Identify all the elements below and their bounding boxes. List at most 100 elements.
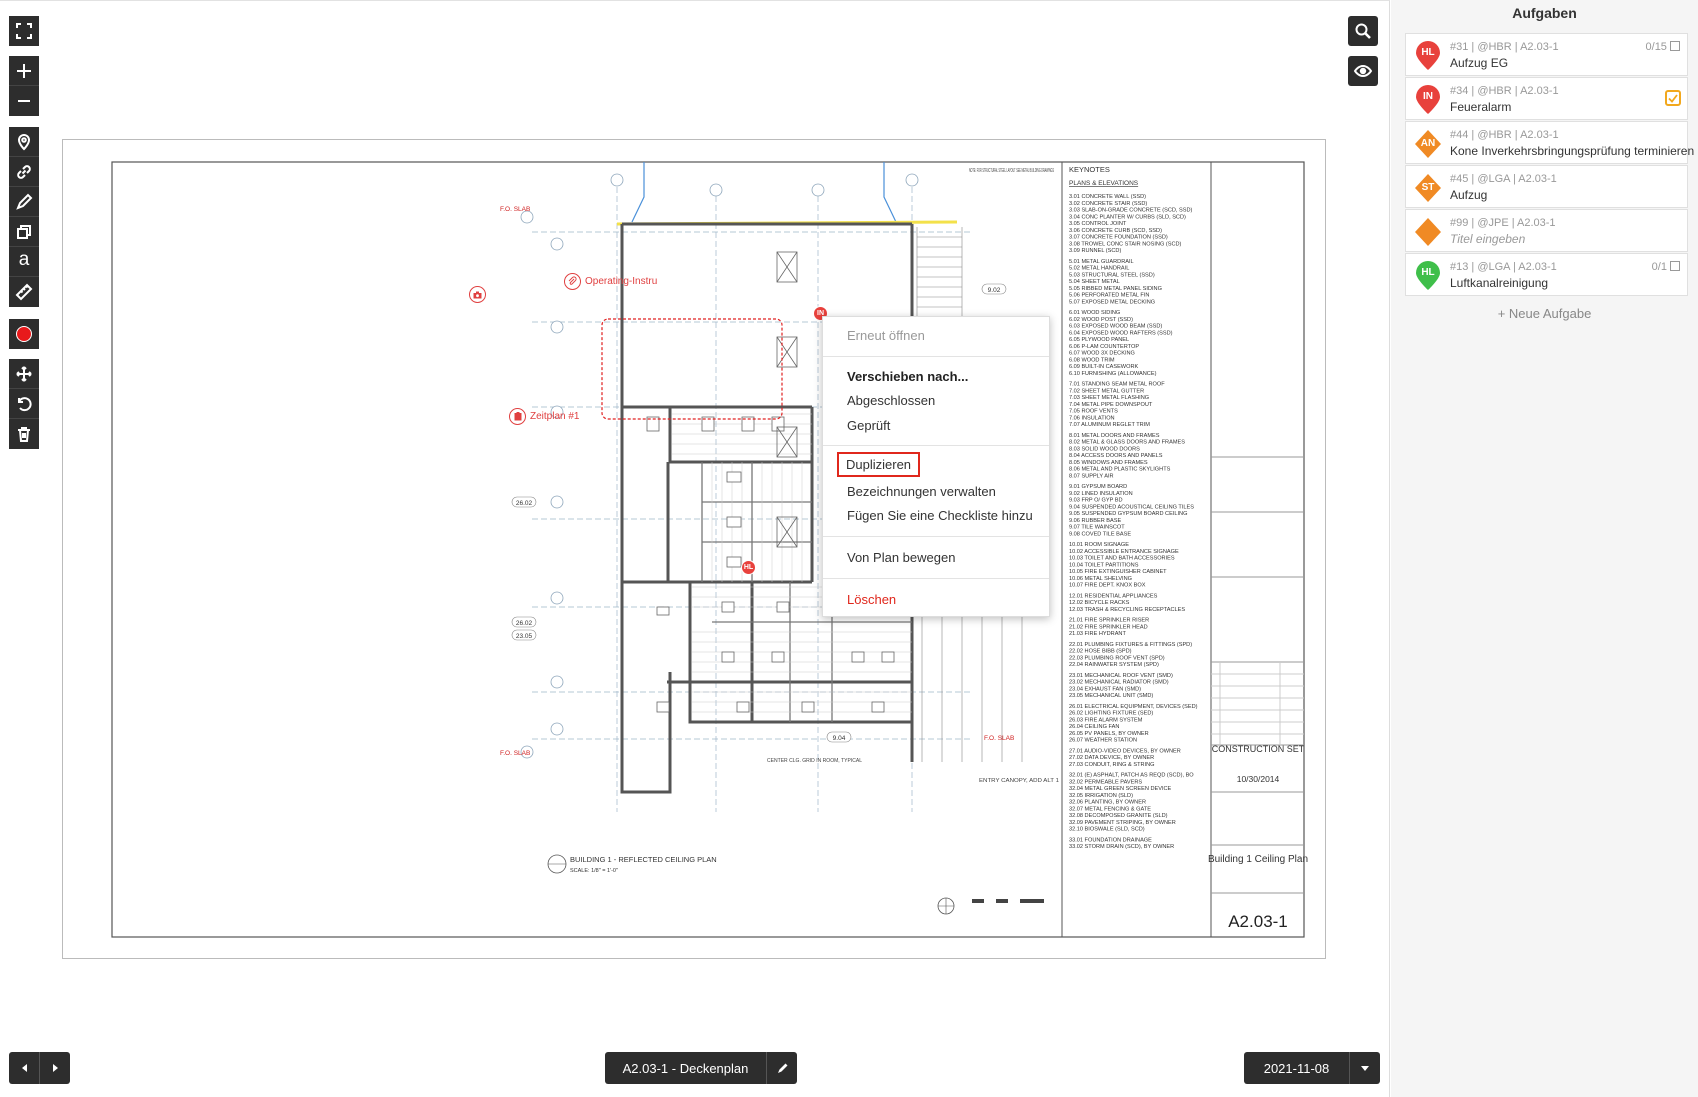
caret-left-icon [21,1064,27,1072]
plan-viewer[interactable]: a [0,0,1390,1097]
keynote-line: 5.01 METAL GUARDRAIL [1069,259,1134,265]
fullscreen-button[interactable] [9,16,39,46]
task-diamond-icon [1415,217,1441,247]
keynote-line: 10.06 METAL SHELVING [1069,576,1132,582]
task-meta: #34 | @HBR | A2.03-1 [1450,85,1559,97]
keynote-line: 26.05 PV PANELS, BY OWNER [1069,731,1149,737]
task-badge-label: AN [1420,138,1436,149]
menu-move-off-plan[interactable]: Von Plan bewegen [847,550,956,565]
keynote-line: 32.07 METAL FENCING & GATE [1069,806,1151,812]
menu-divider [823,356,1049,357]
keynote-line: 22.01 PLUMBING FIXTURES & FITTINGS (SPD) [1069,642,1192,648]
task-pin-icon: IN [1415,85,1441,115]
keynote-line: 3.02 CONCRETE STAIR (SSD) [1069,201,1147,207]
menu-duplicate[interactable]: Duplizieren [836,452,921,477]
menu-move-to[interactable]: Verschieben nach... [847,369,969,384]
tasks-panel-title: Aufgaben [1512,5,1577,21]
measure-tool-button[interactable] [9,277,39,307]
keynote-line: 9.02 LINED INSULATION [1069,491,1133,497]
date-dropdown-button[interactable] [1349,1052,1380,1084]
menu-add-checklist[interactable]: Fügen Sie eine Checkliste hinzu [847,508,1033,523]
menu-verified[interactable]: Geprüft [847,418,891,433]
search-button[interactable] [1348,16,1378,46]
pin-tool-button[interactable] [9,127,39,157]
keynote-line: 9.03 FRP O/ GYP BD [1069,498,1123,504]
shape-tool-button[interactable] [9,217,39,247]
task-pin-hl[interactable]: HL [741,560,756,575]
menu-reopen[interactable]: Erneut öffnen [847,328,925,343]
svg-text:9.04: 9.04 [833,735,846,742]
keynote-line: 5.02 METAL HANDRAIL [1069,266,1129,272]
keynote-line: 21.02 FIRE SPRINKLER HEAD [1069,624,1148,630]
link-tool-button[interactable] [9,157,39,187]
prev-page-button[interactable] [9,1052,40,1084]
revision-cloud[interactable] [601,318,783,420]
center-clg-note: CENTER CLG. GRID IN ROOM, TYPICAL [767,758,862,764]
checklist-count-text: 0/15 [1645,41,1667,53]
task-meta: #31 | @HBR | A2.03-1 [1450,41,1559,53]
menu-delete[interactable]: Löschen [847,592,897,607]
plus-icon [17,63,31,78]
menu-closed[interactable]: Abgeschlossen [847,393,936,408]
keynote-line: 3.01 CONCRETE WALL (SSD) [1069,194,1146,200]
keynote-line: 26.02 LIGHTING FIXTURE (SED) [1069,711,1153,717]
keynote-line: 9.07 TILE WAINSCOT [1069,525,1125,531]
keynote-line: 33.01 FOUNDATION DRAINAGE [1069,837,1152,843]
sheet-number-label: A2.03-1 [1228,912,1288,931]
keynote-line: 6.04 EXPOSED WOOD RAFTERS (SSD) [1069,330,1173,336]
next-page-button[interactable] [40,1052,70,1084]
annotation-tools-group: a [9,127,39,307]
photo-marker[interactable] [469,286,486,303]
keynote-line: 6.07 WOOD 3X DECKING [1069,351,1135,357]
keynote-line: 21.03 FIRE HYDRANT [1069,631,1126,637]
svg-text:26.02: 26.02 [516,500,533,507]
zeitplan-marker[interactable]: Zeitplan #1 [509,408,579,425]
fo-slab-label-1: F.O. SLAB [500,206,530,213]
menu-divider [823,445,1049,446]
task-meta: #44 | @HBR | A2.03-1 [1450,129,1559,141]
keynote-line: 3.05 CONTROL JOINT [1069,221,1127,227]
new-task-button[interactable]: + Neue Aufgabe [1497,306,1592,321]
zoom-in-button[interactable] [9,56,39,86]
keynote-line: 6.09 BUILT-IN CASEWORK [1069,364,1138,370]
task-title: Luftkanalreinigung [1450,276,1549,290]
move-tool-button[interactable] [9,359,39,389]
task-title: Aufzug EG [1450,56,1509,70]
text-tool-button[interactable]: a [9,247,39,277]
keynotes-title: KEYNOTES [1069,165,1110,174]
zoom-out-button[interactable] [9,86,39,116]
keynote-line: 3.06 CONCRETE CURB (SCD, SSD) [1069,228,1162,234]
pen-tool-button[interactable] [9,187,39,217]
keynote-line: 22.02 HOSE BIBB (SPD) [1069,649,1132,655]
keynote-line: 9.08 COVED TILE BASE [1069,531,1131,537]
edit-plan-button[interactable] [766,1052,797,1084]
keynote-line: 7.03 SHEET METAL FLASHING [1069,395,1149,401]
operating-marker[interactable]: Operating-Instru [564,273,657,290]
edit-tools-group [9,359,39,449]
operating-label: Operating-Instru [585,276,658,287]
delete-tool-button[interactable] [9,419,39,449]
keynote-line: 22.04 RAINWATER SYSTEM (SPD) [1069,662,1159,668]
floor-plan-drawing[interactable]: KEYNOTES PLANS & ELEVATIONS 3.01 CONCRET… [111,161,1308,938]
caret-right-icon [52,1064,58,1072]
plan-selector[interactable]: A2.03-1 - Deckenplan [605,1052,797,1084]
color-picker-button[interactable] [9,319,39,349]
menu-manage-labels[interactable]: Bezeichnungen verwalten [847,484,996,499]
fo-slab-label-3: F.O. SLAB [984,735,1014,742]
visibility-button[interactable] [1348,56,1378,86]
undo-button[interactable] [9,389,39,419]
keynote-line: 10.05 FIRE EXTINGUISHER CABINET [1069,569,1167,575]
minus-icon [18,100,30,102]
task-check-toggle[interactable] [1665,90,1681,106]
date-selector[interactable]: 2021-11-08 [1244,1052,1380,1084]
camera-icon [473,291,482,298]
task-title: Aufzug [1450,188,1488,202]
task-badge-label: ST [1421,182,1435,193]
